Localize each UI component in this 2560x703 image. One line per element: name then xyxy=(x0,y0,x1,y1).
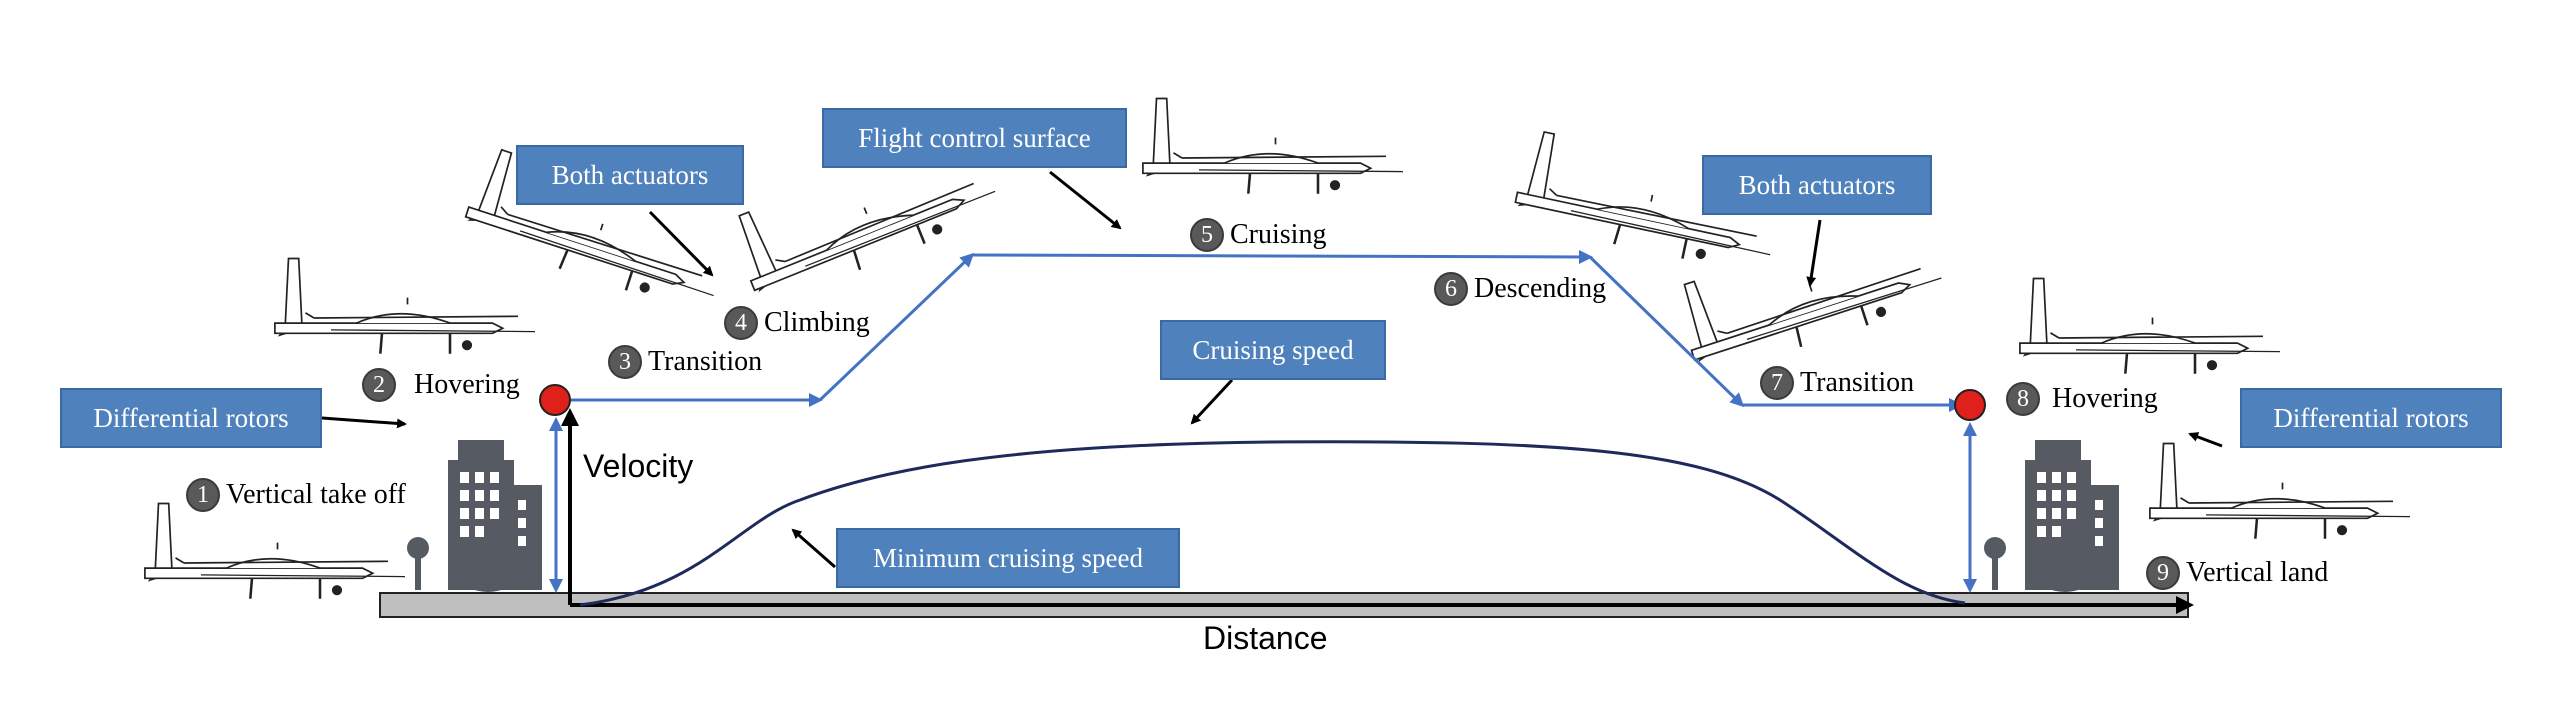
phase-label-text: Cruising xyxy=(1230,219,1327,250)
phase-label-text: Transition xyxy=(648,346,763,377)
both-actuators-right-box: Both actuators xyxy=(1702,155,1932,215)
hover-marker xyxy=(1954,389,1986,421)
phase-number-badge: 2 xyxy=(362,368,396,402)
phase-label-text: Hovering xyxy=(2052,383,2158,414)
hover-marker xyxy=(539,384,571,416)
aircraft-icon xyxy=(2018,277,2282,375)
flight-path xyxy=(1588,255,1745,408)
pointer-arrow xyxy=(1049,170,1122,230)
phase-8-label: 8 Hovering xyxy=(2006,382,2158,416)
phase-label-text: Vertical land xyxy=(2186,557,2329,588)
pointer-arrow xyxy=(321,416,407,429)
distance-axis-label: Distance xyxy=(1203,620,1328,656)
velocity-axis-label: Velocity xyxy=(583,448,694,484)
flight-path xyxy=(818,252,975,402)
aircraft-icon xyxy=(2148,442,2412,540)
phase-number-badge: 5 xyxy=(1190,218,1224,252)
pointer-arrow xyxy=(791,528,836,569)
pointer-arrow xyxy=(2188,432,2223,448)
phase-number-badge: 4 xyxy=(724,306,758,340)
phase-number-badge: 9 xyxy=(2146,556,2180,590)
phase-number-badge: 8 xyxy=(2006,382,2040,416)
phase-number-badge: 1 xyxy=(186,478,220,512)
aircraft-icon xyxy=(1141,97,1405,195)
building-icon xyxy=(407,440,542,592)
phase-label-text: Vertical take off xyxy=(226,479,406,510)
minimum-cruising-speed-box: Minimum cruising speed xyxy=(836,528,1180,588)
velocity-curve xyxy=(579,440,1966,607)
phase-label-text: Climbing xyxy=(764,307,870,338)
flight-control-surface-box: Flight control surface xyxy=(822,108,1127,168)
aircraft-icon xyxy=(273,257,537,355)
phase-label-text: Descending xyxy=(1474,273,1607,304)
phase-label-text: Transition xyxy=(1800,367,1915,398)
flight-path xyxy=(971,249,1593,264)
cruising-speed-box: Cruising speed xyxy=(1160,320,1386,380)
pointer-arrow xyxy=(1190,378,1234,425)
phase-number-badge: 7 xyxy=(1760,366,1794,400)
differential-rotors-right-box: Differential rotors xyxy=(2240,388,2502,448)
aircraft-icon xyxy=(143,502,407,600)
both-actuators-left-box: Both actuators xyxy=(516,145,744,205)
differential-rotors-left-box: Differential rotors xyxy=(60,388,322,448)
phase-number-badge: 6 xyxy=(1434,272,1468,306)
pointer-arrow xyxy=(1806,219,1822,287)
pointer-arrow xyxy=(648,210,714,277)
building-icon xyxy=(1984,440,2119,592)
phase-label-text: Hovering xyxy=(414,369,520,400)
phase-number-badge: 3 xyxy=(608,345,642,379)
phase-2-label: 2 Hovering xyxy=(362,368,520,402)
